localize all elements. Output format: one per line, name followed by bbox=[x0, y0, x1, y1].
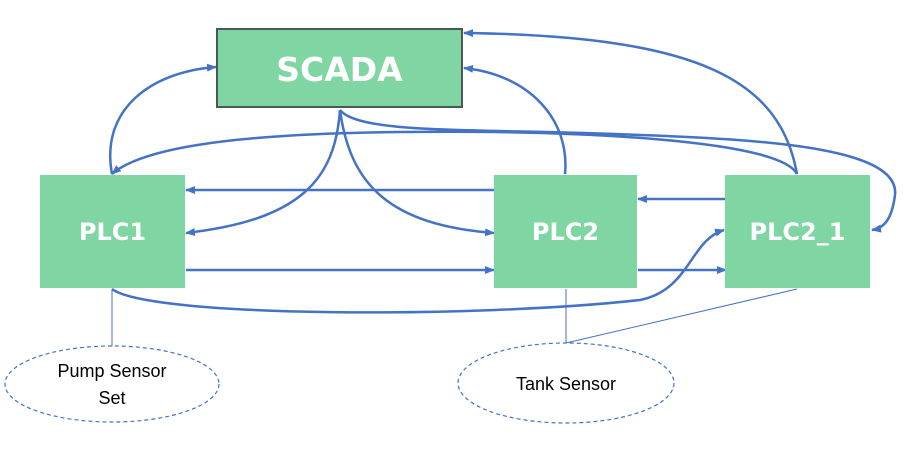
plc2_1-label: PLC2_1 bbox=[750, 218, 846, 246]
pump-sensor-node[interactable]: Pump Sensor Set bbox=[4, 345, 220, 423]
sensor-links bbox=[111, 288, 798, 346]
arrow-plc1-to-plc2_1 bbox=[111, 228, 725, 314]
arrow-plc2_1-to-scada bbox=[463, 29, 799, 175]
plc1-node[interactable]: PLC1 bbox=[40, 175, 185, 288]
arrow-scada-to-plc2_1 bbox=[339, 109, 897, 233]
plc2-label: PLC2 bbox=[532, 218, 599, 246]
arrow-plc1-to-scada bbox=[109, 63, 217, 175]
arrow-scada-to-plc2 bbox=[338, 109, 495, 237]
tank-sensor-label: Tank Sensor bbox=[516, 374, 616, 394]
arrow-scada-to-plc1 bbox=[185, 109, 342, 236]
plc2-node[interactable]: PLC2 bbox=[494, 175, 637, 288]
scada-label: SCADA bbox=[276, 50, 403, 89]
scada-node[interactable]: SCADA bbox=[216, 28, 463, 108]
pump-sensor-label-line2: Set bbox=[98, 388, 125, 408]
tank-sensor-node[interactable]: Tank Sensor bbox=[457, 342, 675, 424]
connections bbox=[109, 29, 897, 314]
arrow-plc2_1-to-plc1 bbox=[111, 130, 799, 175]
arrow-plc2-to-scada bbox=[463, 64, 567, 175]
plc1-label: PLC1 bbox=[79, 218, 146, 246]
plc2_1-node[interactable]: PLC2_1 bbox=[725, 175, 870, 288]
pump-sensor-label-line1: Pump Sensor bbox=[57, 361, 166, 381]
link-plc2_1-tank-sensor bbox=[565, 288, 798, 344]
